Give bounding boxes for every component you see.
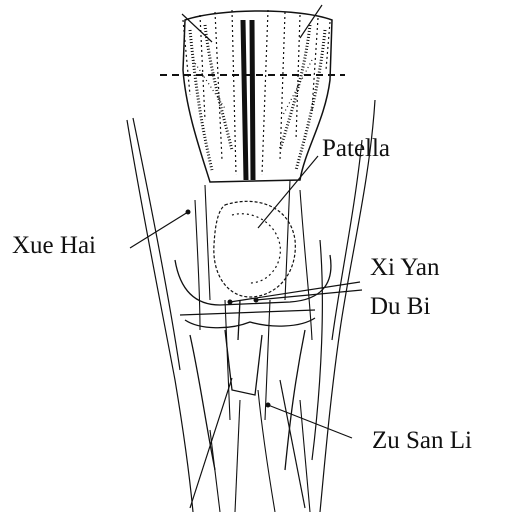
upper-pointer-right bbox=[300, 5, 322, 38]
xi-yan-label: Xi Yan bbox=[370, 255, 439, 280]
xue-hai-label: Xue Hai bbox=[12, 233, 96, 258]
zu-san-li-leader bbox=[268, 405, 352, 438]
du-bi-point bbox=[254, 298, 259, 303]
du-bi-label: Du Bi bbox=[370, 294, 430, 319]
zu-san-li-point bbox=[266, 403, 271, 408]
thigh-stipple bbox=[190, 25, 325, 170]
patella-bone bbox=[214, 201, 295, 297]
xue-hai-leader bbox=[130, 212, 188, 248]
upper-pointer-left bbox=[182, 14, 212, 42]
xue-hai-point bbox=[186, 210, 191, 215]
lower-pointer-left bbox=[190, 378, 232, 508]
patella-label: Patella bbox=[322, 136, 390, 161]
tendons bbox=[195, 180, 312, 512]
leader-lines bbox=[130, 156, 362, 508]
xi-yan-point bbox=[228, 300, 233, 305]
lower-pointer-right bbox=[280, 380, 305, 508]
zu-san-li-label: Zu San Li bbox=[372, 428, 472, 453]
